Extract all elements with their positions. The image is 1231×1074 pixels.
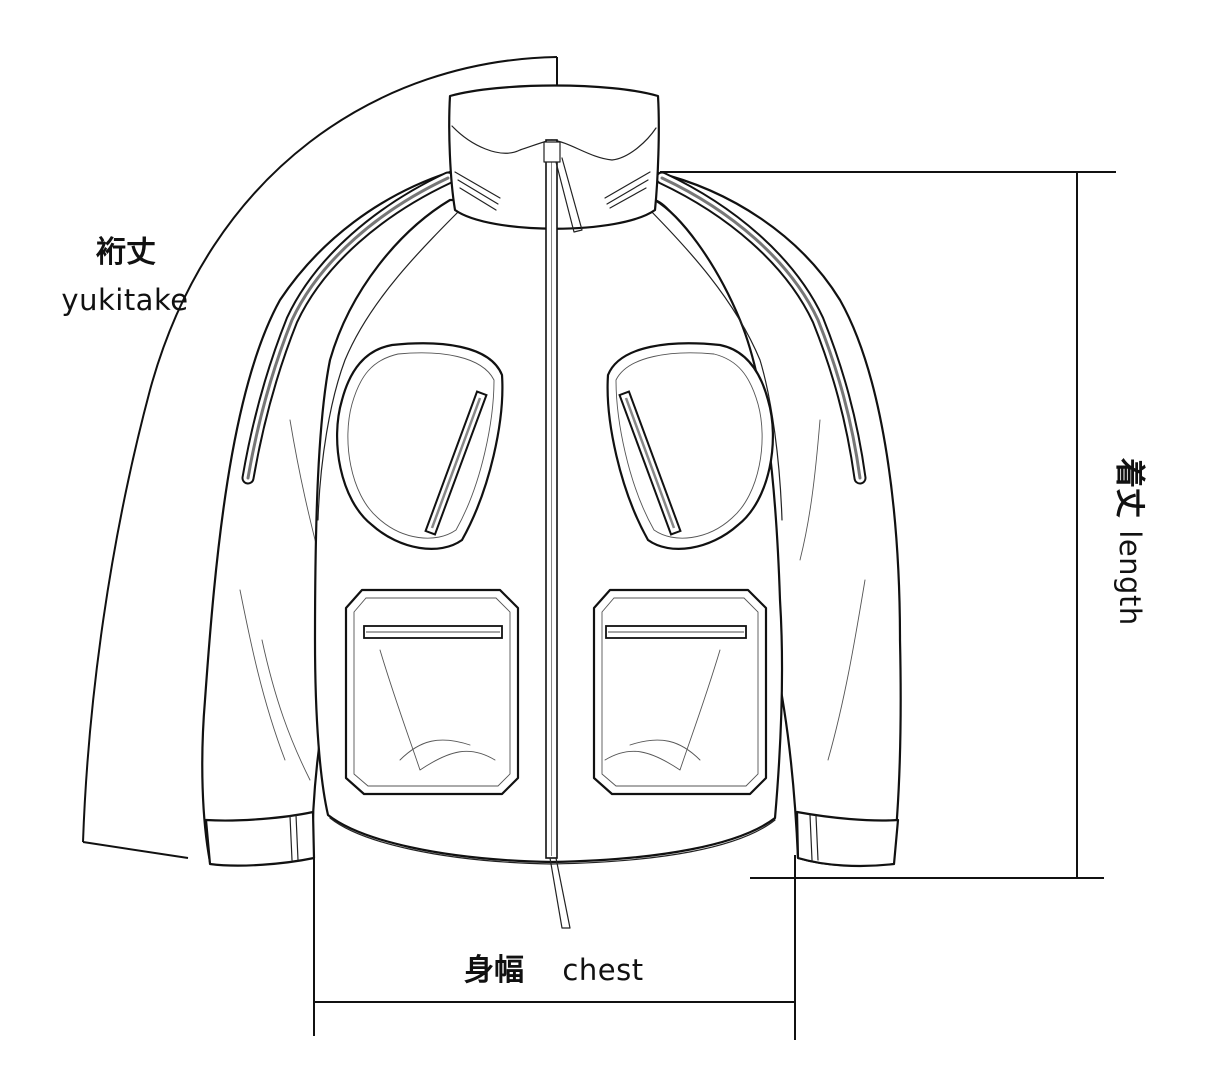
yukitake-label-jp: 裄丈: [95, 235, 156, 270]
yukitake-label-en: yukitake: [61, 283, 188, 317]
left-lower-pocket: [344, 588, 520, 796]
zipper-pull-top: [543, 141, 561, 163]
yukitake-arc: [82, 56, 558, 843]
left-cuff-stripe-2: [295, 814, 299, 861]
right-lower-pocket: [592, 588, 768, 796]
right-chest-pocket: [606, 342, 774, 550]
jacket-illustration: [201, 84, 902, 929]
right-sleeve-fold-1: [827, 579, 866, 761]
right-chest-pocket-inner: [615, 352, 763, 539]
bottom-drawcord: [549, 857, 571, 929]
length-label-en: length: [1113, 530, 1147, 625]
zipper-tab-top: [555, 157, 583, 233]
collar-tab-right: [604, 171, 651, 209]
chest-label-jp: 身幅: [464, 953, 524, 988]
left-chest-pocket-inner: [347, 352, 495, 539]
right-sleeve-fold-2: [799, 419, 821, 561]
left-lower-pocket-inner: [353, 597, 511, 787]
right-cuff-stripe-2: [815, 815, 819, 861]
left-chest-pocket: [336, 342, 504, 550]
right-cuff-stripe-1: [809, 814, 813, 861]
hem-line: [329, 817, 776, 865]
yukitake-tick-bottom: [82, 841, 189, 859]
left-lower-pocket-fold: [379, 649, 496, 771]
length-label-jp: 着丈: [1112, 458, 1147, 518]
right-cuff: [795, 810, 900, 868]
measurement-labels: 裄丈 yukitake 着丈 length 身幅 chest: [61, 235, 1147, 988]
right-raglan-seam: [639, 199, 783, 521]
left-cuff-stripe-1: [289, 815, 293, 861]
left-cuff: [204, 810, 316, 867]
collar-tab-left: [454, 171, 501, 211]
dimension-lines: [82, 56, 1116, 1040]
right-lower-pocket-inner: [601, 597, 759, 787]
left-sleeve-fold-1: [239, 589, 286, 761]
chest-label-en: chest: [562, 953, 643, 987]
right-lower-pocket-fold: [604, 649, 721, 771]
left-sleeve-fold-2: [261, 639, 311, 781]
left-raglan-seam: [317, 199, 471, 521]
